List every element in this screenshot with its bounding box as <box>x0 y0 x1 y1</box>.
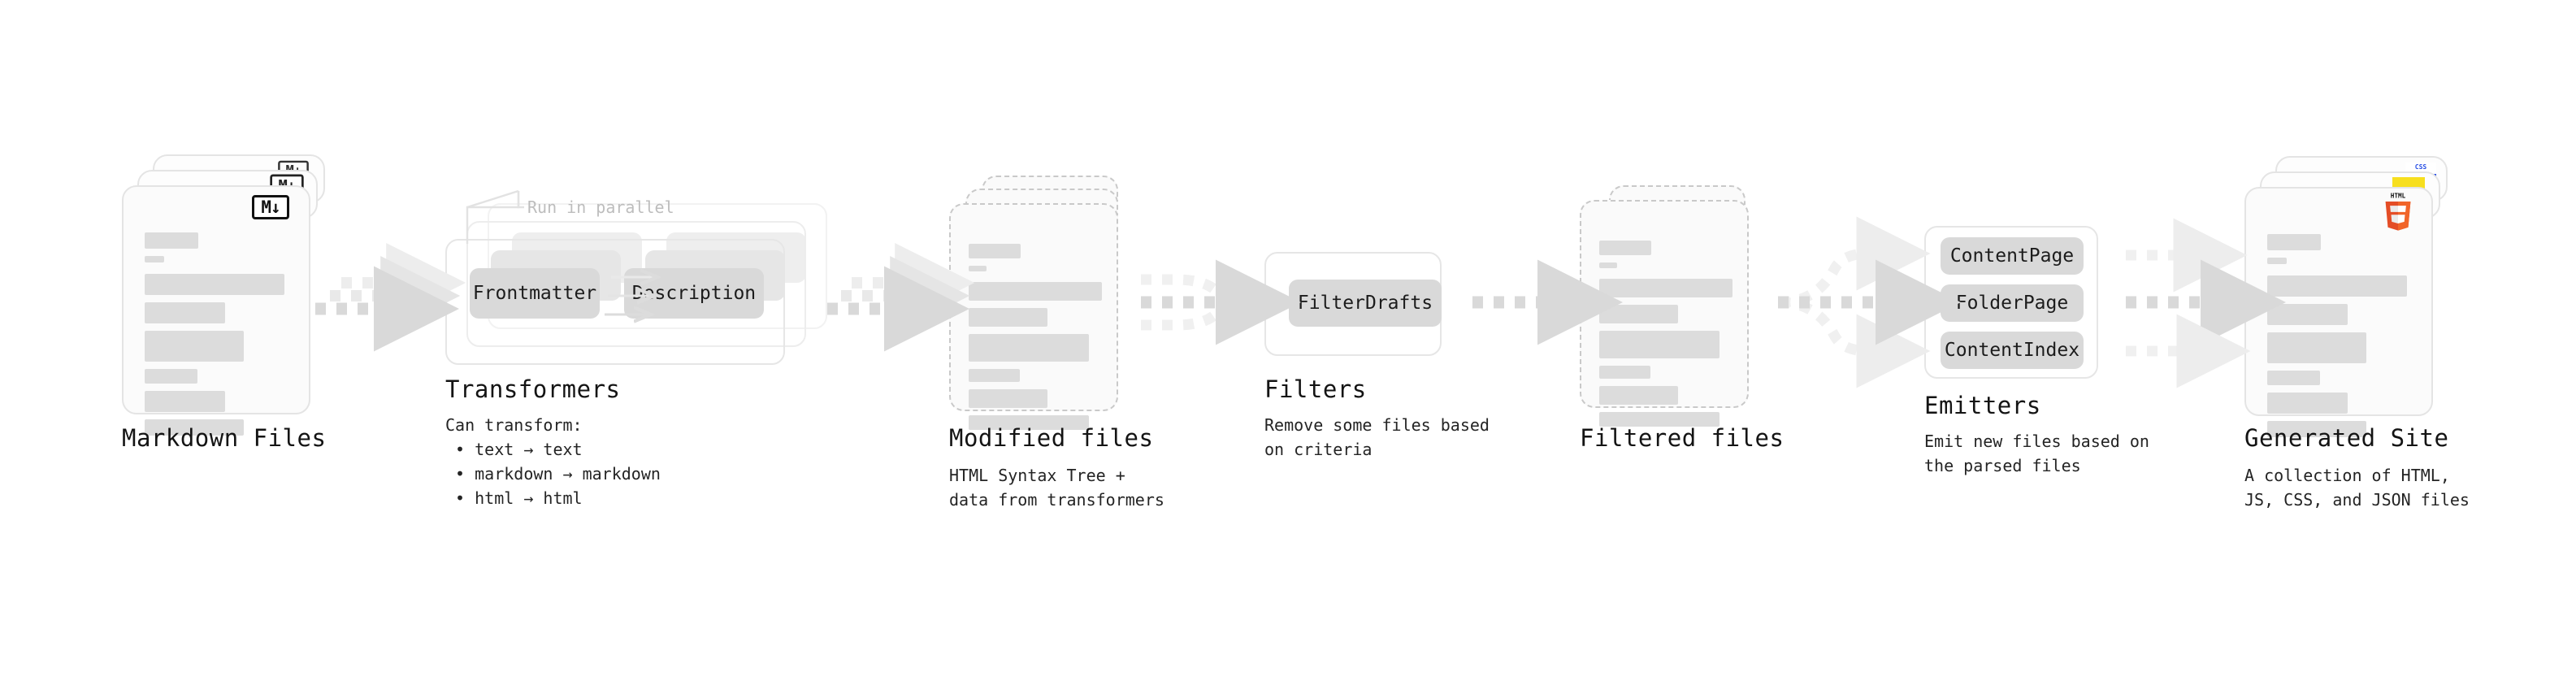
doc-line <box>969 389 1047 408</box>
doc-line <box>2267 332 2366 363</box>
modified-files-title: Modified files <box>949 424 1154 452</box>
doc-line <box>145 369 197 384</box>
arrow-modified-to-filters <box>1141 259 1301 345</box>
doc-line <box>969 244 1021 258</box>
doc-line <box>2267 304 2348 325</box>
run-in-parallel-note: Run in parallel <box>527 197 674 217</box>
doc-line <box>2267 371 2320 385</box>
svg-text:HTML: HTML <box>2391 193 2406 200</box>
markdown-badge: M↓ <box>252 195 289 219</box>
modified-card-front <box>949 203 1118 430</box>
filtered-files-title: Filtered files <box>1580 424 1785 452</box>
doc-line <box>2267 234 2321 250</box>
doc-line <box>145 302 225 323</box>
doc-line <box>969 369 1020 382</box>
doc-line <box>1599 279 1733 297</box>
markdown-card-front <box>122 185 310 436</box>
doc-line <box>969 282 1102 301</box>
transformer-chip-description[interactable]: Description <box>624 268 764 319</box>
emitters-subtitle: Emit new files based on the parsed files <box>1924 432 2149 475</box>
transformer-group-back <box>488 203 827 329</box>
doc-line <box>145 391 225 412</box>
doc-line <box>969 415 1089 430</box>
generated-site-card-stack: CSS HTML <box>2244 156 2456 437</box>
filters-title: Filters <box>1264 375 1367 403</box>
doc-line <box>1599 262 1617 268</box>
doc-line <box>145 256 164 262</box>
transformer-group-mid <box>466 221 806 347</box>
emitter-chip-contentpage[interactable]: ContentPage <box>1941 237 2084 275</box>
emitters-title: Emitters <box>1924 392 2041 419</box>
doc-line <box>145 419 244 436</box>
arrow-transformers-to-modified <box>827 243 975 352</box>
filtered-files-card-stack <box>1580 185 1767 427</box>
doc-line <box>1599 386 1678 405</box>
filtered-card-front <box>1580 200 1749 427</box>
transformer-chip-frontmatter[interactable]: Frontmatter <box>470 268 600 319</box>
transformers-group: Frontmatter Description <box>445 203 827 366</box>
doc-line <box>969 308 1047 327</box>
generated-site-subtitle: A collection of HTML, JS, CSS, and JSON … <box>2244 466 2470 510</box>
doc-line <box>1599 366 1650 379</box>
doc-line <box>2267 258 2287 264</box>
doc-line <box>1599 241 1651 255</box>
modified-files-subtitle: HTML Syntax Tree + data from transformer… <box>949 466 1164 510</box>
html5-badge: HTML <box>2381 192 2415 231</box>
emitter-chip-contentindex[interactable]: ContentIndex <box>1941 332 2084 369</box>
arrow-filtered-to-emitters <box>1778 216 1961 388</box>
doc-line <box>1599 305 1678 323</box>
modified-files-card-stack <box>949 176 1136 430</box>
filtered-card-lines <box>1599 241 1733 434</box>
doc-line <box>2267 275 2407 297</box>
doc-line <box>145 232 198 249</box>
doc-line <box>1599 331 1720 358</box>
filter-chip-filterdrafts[interactable]: FilterDrafts <box>1289 280 1442 327</box>
modified-card-lines <box>969 244 1102 437</box>
doc-line <box>145 331 244 362</box>
emitter-chip-folderpage[interactable]: FolderPage <box>1941 284 2084 322</box>
doc-line <box>2267 421 2366 437</box>
doc-line <box>1599 412 1720 427</box>
markdown-files-card-stack: M↓ M↓ M↓ <box>122 154 333 436</box>
generated-card-lines <box>2267 234 2410 445</box>
generated-site-title: Generated Site <box>2244 424 2449 452</box>
filters-subtitle: Remove some files based on criteria <box>1264 415 1490 459</box>
doc-line <box>145 274 284 295</box>
doc-line <box>2267 393 2348 414</box>
doc-line <box>969 334 1089 362</box>
transformers-subtitle: Can transform: • text → text • markdown … <box>445 415 661 508</box>
arrow-emitters-to-generated <box>2126 218 2286 388</box>
transformers-title: Transformers <box>445 375 621 403</box>
markdown-files-title: Markdown Files <box>122 424 327 452</box>
doc-line <box>969 266 987 271</box>
markdown-card-lines <box>145 232 288 443</box>
html5-icon: HTML <box>2385 193 2411 231</box>
